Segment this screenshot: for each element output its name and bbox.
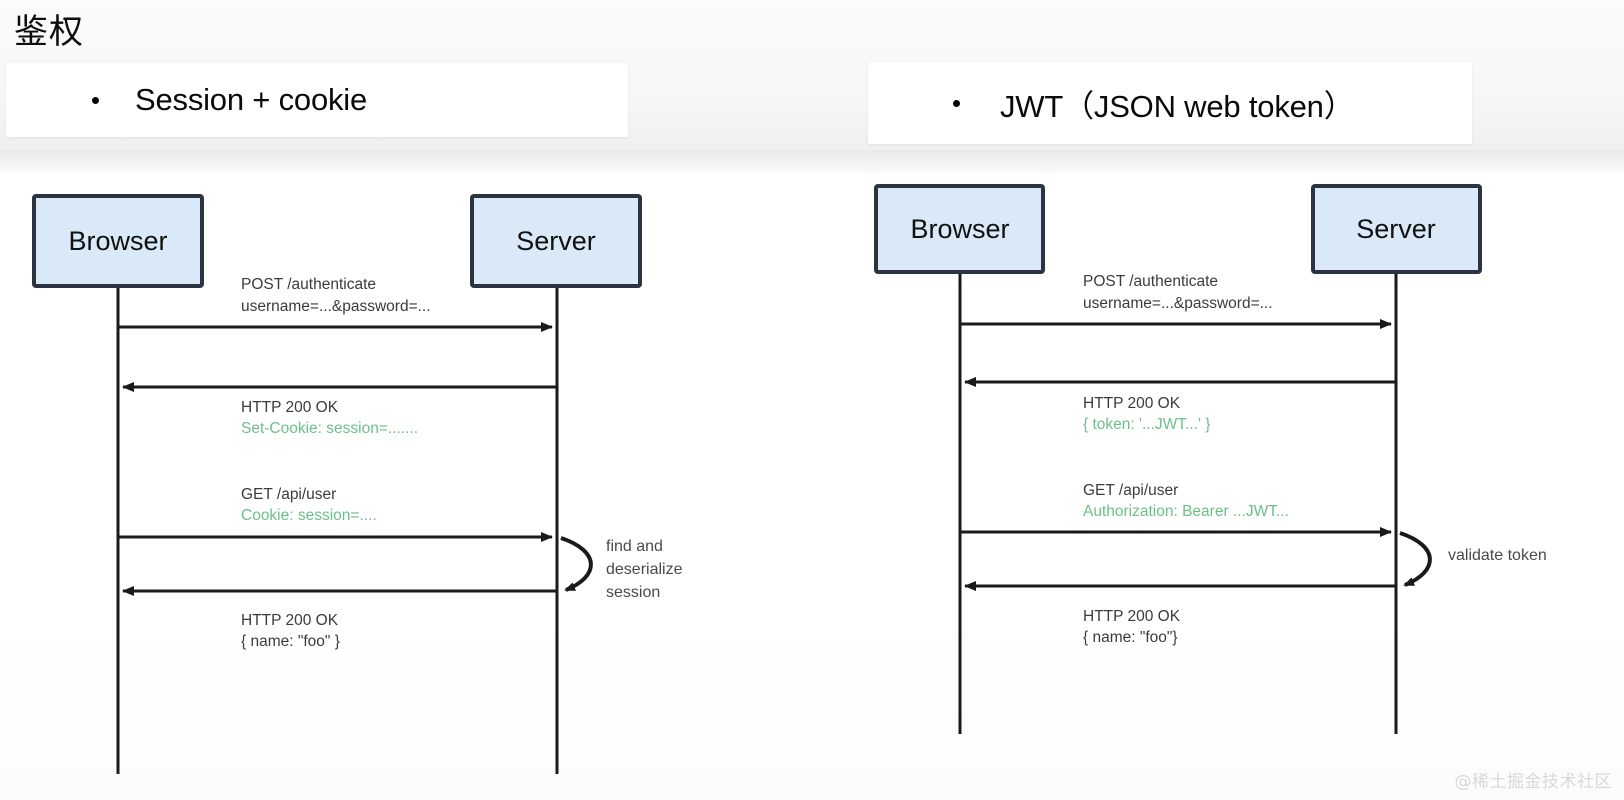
message-1: POST /authenticate username=...&password… bbox=[961, 273, 1392, 329]
actor-server: Server bbox=[1311, 184, 1482, 274]
actor-browser: Browser bbox=[32, 194, 204, 288]
message-sub-label: username=...&password=... bbox=[1083, 295, 1273, 312]
actor-box bbox=[1311, 184, 1482, 274]
message-main-label: GET /api/user bbox=[241, 486, 336, 503]
watermark: @稀土掘金技术社区 bbox=[1454, 772, 1612, 792]
actor-server: Server bbox=[470, 194, 642, 288]
message-main-label: HTTP 200 OK bbox=[241, 399, 339, 416]
message-2: HTTP 200 OK Set-Cookie: session=....... bbox=[122, 382, 557, 437]
message-sub-label: Set-Cookie: session=....... bbox=[241, 420, 418, 437]
message-2: HTTP 200 OK { token: '...JWT...' } bbox=[964, 377, 1396, 433]
message-main-label: GET /api/user bbox=[1083, 482, 1178, 499]
sequence-diagram-svg: Browser Server POST /authenticate userna… bbox=[32, 194, 683, 774]
page-title: 鉴权 bbox=[14, 12, 84, 52]
message-main-label: HTTP 200 OK bbox=[1083, 608, 1181, 625]
message-main-label: HTTP 200 OK bbox=[1083, 395, 1181, 412]
message-main-label: POST /authenticate bbox=[241, 276, 376, 293]
actor-label: Server bbox=[1356, 214, 1436, 244]
actor-label: Browser bbox=[68, 226, 167, 256]
actor-browser: Browser bbox=[874, 184, 1045, 274]
bullet-dot-icon bbox=[92, 96, 99, 104]
self-call-note-line: deserialize bbox=[606, 561, 683, 578]
self-call-note-line: session bbox=[606, 584, 660, 601]
self-call-arc bbox=[1399, 531, 1432, 587]
bullet-label-session-cookie: Session + cookie bbox=[135, 82, 368, 117]
actor-box bbox=[470, 194, 642, 288]
sequence-diagram-svg: Browser Server POST /authenticate userna… bbox=[874, 184, 1547, 734]
message-main-label: HTTP 200 OK bbox=[241, 612, 339, 629]
actor-label: Browser bbox=[910, 214, 1009, 244]
message-main-label: POST /authenticate bbox=[1083, 273, 1218, 290]
actor-box bbox=[32, 194, 204, 288]
self-call-arc bbox=[560, 536, 593, 592]
sequence-diagram-jwt: Browser Server POST /authenticate userna… bbox=[840, 172, 1624, 800]
message-sub-label: { name: "foo" } bbox=[241, 633, 340, 650]
message-4: HTTP 200 OK { name: "foo" } bbox=[122, 586, 557, 650]
self-call-validate-token: validate token bbox=[1399, 531, 1547, 587]
actor-box bbox=[874, 184, 1045, 274]
message-4: HTTP 200 OK { name: "foo"} bbox=[964, 581, 1396, 646]
message-sub-label: Cookie: session=.... bbox=[241, 507, 377, 524]
sequence-diagram-session-cookie: Browser Server POST /authenticate userna… bbox=[0, 176, 700, 800]
bullet-label-jwt: JWT（JSON web token） bbox=[1000, 88, 1355, 124]
message-1: POST /authenticate username=...&password… bbox=[119, 276, 553, 332]
message-sub-label: username=...&password=... bbox=[241, 298, 431, 315]
message-sub-label: { token: '...JWT...' } bbox=[1083, 416, 1210, 433]
message-3: GET /api/user Authorization: Bearer ...J… bbox=[961, 482, 1392, 537]
actor-label: Server bbox=[516, 226, 596, 256]
bullet-card-jwt: JWT（JSON web token） bbox=[868, 62, 1472, 144]
self-call-note-line: find and bbox=[606, 538, 663, 555]
bullet-dot-icon bbox=[953, 99, 960, 107]
bullet-card-session-cookie: Session + cookie bbox=[6, 63, 628, 137]
message-sub-label: { name: "foo"} bbox=[1083, 629, 1178, 646]
self-call-find-deserialize: find and deserialize session bbox=[560, 536, 683, 601]
self-call-note-line: validate token bbox=[1448, 547, 1547, 564]
message-sub-label: Authorization: Bearer ...JWT... bbox=[1083, 503, 1289, 520]
message-3: GET /api/user Cookie: session=.... bbox=[119, 486, 553, 542]
